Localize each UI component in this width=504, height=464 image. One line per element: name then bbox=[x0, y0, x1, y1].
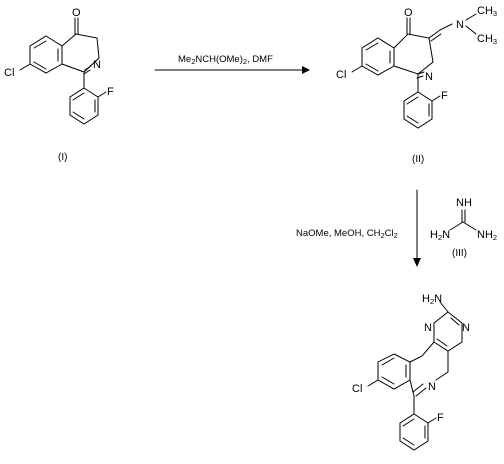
compound-I: O N Cl F (I) bbox=[4, 7, 114, 163]
enamine-nitrogen-label: N bbox=[456, 19, 464, 31]
carbonyl-oxygen-label: O bbox=[404, 7, 413, 19]
azepine-nitrogen-label: N bbox=[428, 381, 436, 393]
nh2-label: NH2 bbox=[477, 229, 497, 242]
compound-II: O N CH3 CH3 N Cl F (II) bbox=[336, 5, 497, 165]
methyl-top-label: CH3 bbox=[477, 5, 497, 18]
methyl-bottom-label: CH3 bbox=[477, 33, 497, 46]
amino-label: H2N bbox=[422, 293, 442, 306]
h2n-label: H2N bbox=[430, 229, 450, 242]
step1-conditions: Me2NCH(OMe)2, DMF bbox=[178, 54, 273, 66]
chlorine-label: Cl bbox=[4, 67, 14, 79]
compound-I-label: (I) bbox=[58, 152, 67, 163]
step2-arrow: NaOMe, MeOH, CH2Cl2 bbox=[296, 189, 421, 267]
compound-III: NH H2N NH2 (III) bbox=[430, 197, 497, 259]
step1-arrow: Me2NCH(OMe)2, DMF bbox=[154, 54, 310, 74]
fluorine-label: F bbox=[441, 90, 448, 102]
carbonyl-oxygen-label: O bbox=[72, 7, 81, 19]
chlorine-label: Cl bbox=[352, 383, 362, 395]
fluorine-label: F bbox=[107, 86, 114, 98]
compound-II-label: (II) bbox=[412, 154, 424, 165]
imine-nitrogen-label: N bbox=[425, 71, 433, 83]
product-compound: H2N N N N Cl F bbox=[352, 293, 470, 451]
chlorine-label: Cl bbox=[336, 69, 346, 81]
step2-conditions: NaOMe, MeOH, CH2Cl2 bbox=[296, 228, 398, 240]
pyrimidine-n1-label: N bbox=[424, 322, 432, 334]
fluorine-label: F bbox=[437, 412, 444, 424]
imine-nitrogen-label: N bbox=[93, 59, 101, 71]
pyrimidine-n3-label: N bbox=[462, 322, 470, 334]
compound-III-label: (III) bbox=[452, 248, 467, 259]
imine-nh-label: NH bbox=[456, 197, 472, 209]
